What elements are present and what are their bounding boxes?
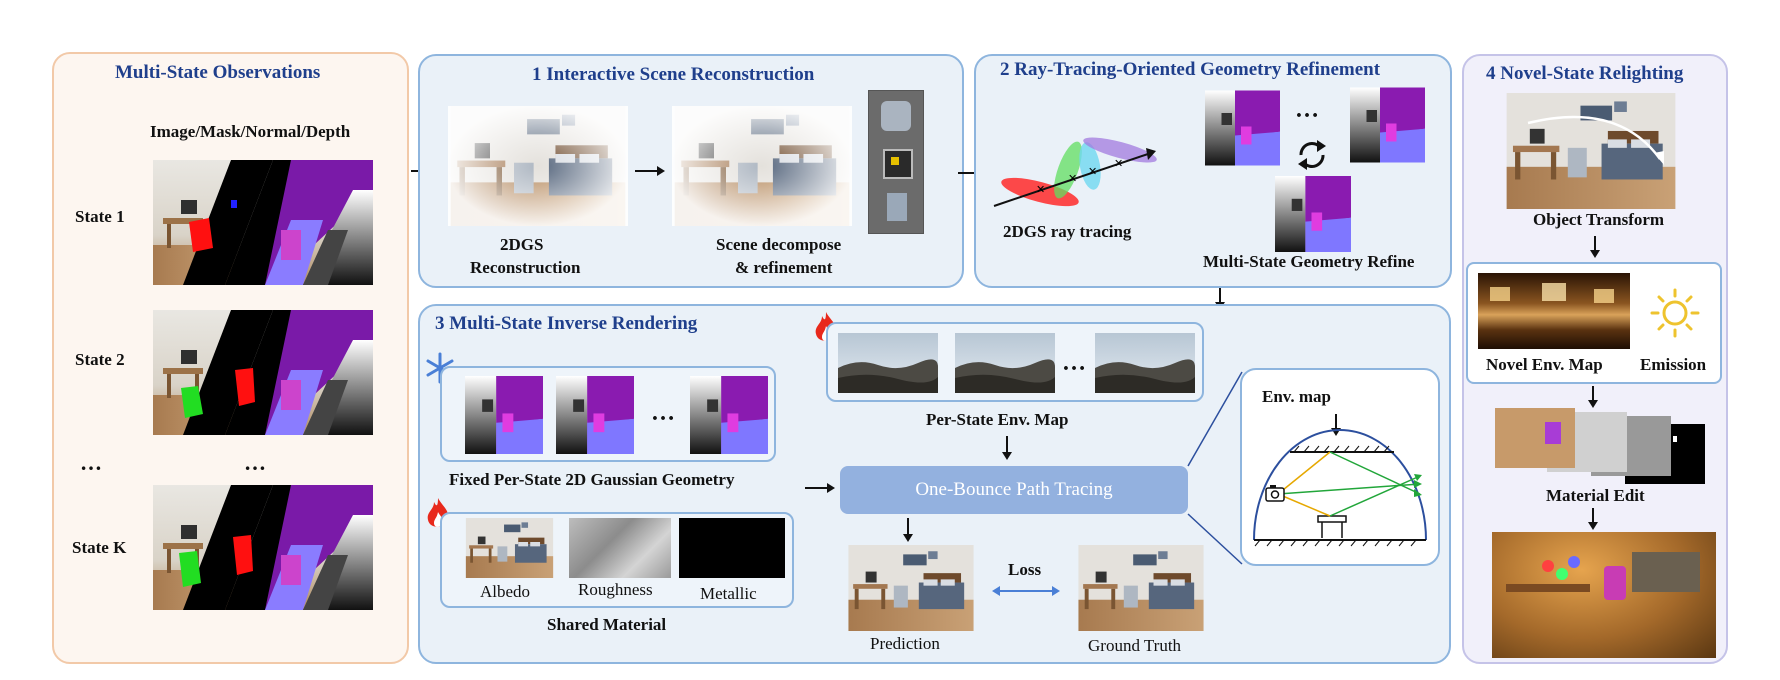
label-loss: Loss: [1008, 560, 1042, 579]
zoom-lines: [1187, 371, 1243, 565]
label-env-map: Env. map: [1262, 387, 1331, 406]
label-path-tracing: One-Bounce Path Tracing: [915, 479, 1113, 500]
env-map-1: [838, 333, 938, 393]
image-scene-decompose: [672, 106, 852, 226]
arrow-env-to-tracing: [1002, 436, 1012, 460]
label-refine: Multi-State Geometry Refine: [1203, 252, 1415, 271]
state-label-1: State 1: [75, 207, 125, 226]
label-recon-1: 2DGS: [500, 235, 544, 254]
panel-title-p2: 2 Ray-Tracing-Oriented Geometry Refineme…: [1000, 59, 1381, 80]
arrow-tracing-to-prediction: [903, 518, 913, 542]
light-transport-diagram: [1253, 414, 1427, 547]
label-metallic: Metallic: [700, 584, 757, 603]
arrow-geo-to-tracing: [805, 483, 835, 493]
label-shared: Shared Material: [547, 615, 667, 634]
label-emission: Emission: [1640, 355, 1707, 374]
obs-strip-state-k: [153, 485, 373, 610]
env-map-3: [1095, 333, 1195, 393]
obs-strip-state-1-mask: [189, 200, 237, 252]
decomposed-objects-strip: [868, 90, 924, 234]
metallic-image: [679, 518, 785, 578]
state-label-k: State K: [72, 538, 127, 557]
dots-left: …: [80, 450, 102, 475]
arrow-env-down: [1588, 386, 1598, 408]
label-fixed-geo: Fixed Per-State 2D Gaussian Geometry: [449, 470, 735, 489]
image-2dgs-reconstruction: [448, 106, 628, 226]
label-albedo: Albedo: [480, 582, 531, 601]
camera-icon: [1265, 485, 1285, 502]
env-map-2: [955, 333, 1055, 393]
geo-normal-1: [465, 376, 543, 454]
panel-title-p1: 1 Interactive Scene Reconstruction: [532, 64, 815, 85]
label-material-edit: Material Edit: [1546, 486, 1645, 505]
dots-env: …: [1062, 350, 1086, 376]
state-label-2: State 2: [75, 350, 125, 369]
obs-strip-state-2: [153, 310, 373, 435]
ray-tracing-illustration: ✕ ✕ ✕ ✕: [993, 137, 1157, 207]
refine-normal-2: [1350, 87, 1425, 163]
label-object-transform: Object Transform: [1533, 210, 1665, 229]
albedo-image: [465, 518, 554, 578]
prediction-image: [848, 545, 974, 631]
label-decomp-1: Scene decompose: [716, 235, 842, 254]
svg-text:✕: ✕: [1114, 158, 1123, 170]
panel-title-p3: 3 Multi-State Inverse Rendering: [435, 313, 698, 334]
env-map-detail-box: [1240, 368, 1440, 566]
label-env-maps: Per-State Env. Map: [926, 410, 1069, 429]
svg-text:✕: ✕: [1088, 166, 1097, 178]
panel-title-observations: Multi-State Observations: [115, 62, 321, 83]
novel-env-map-image: [1478, 273, 1630, 349]
geo-normal-2: [556, 376, 634, 454]
label-roughness: Roughness: [578, 580, 653, 599]
dots-geo: …: [651, 400, 675, 426]
dots-p2: …: [1295, 97, 1319, 123]
object-transform-image: [1506, 93, 1676, 209]
label-prediction: Prediction: [870, 634, 940, 653]
label-novel-env: Novel Env. Map: [1486, 355, 1603, 374]
refine-normal-1: [1205, 90, 1280, 166]
svg-text:✕: ✕: [1036, 184, 1045, 196]
sun-icon: [1650, 288, 1700, 338]
obs-header: Image/Mask/Normal/Depth: [150, 122, 351, 141]
refresh-cycle-icon: [1298, 140, 1326, 170]
geo-normal-3: [690, 376, 768, 454]
svg-text:✕: ✕: [1068, 173, 1077, 185]
arrow-p1-inner: [635, 166, 665, 176]
arrow-transform-down: [1590, 236, 1600, 258]
label-decomp-2: & refinement: [735, 258, 833, 277]
panel-title-p4: 4 Novel-State Relighting: [1486, 63, 1684, 84]
arrow-edit-down: [1588, 508, 1598, 530]
path-tracing-block: [840, 466, 1188, 514]
refine-normal-3: [1275, 176, 1351, 252]
label-raytrace: 2DGS ray tracing: [1003, 222, 1132, 241]
roughness-image: [569, 518, 671, 578]
dots-mid: …: [244, 450, 266, 475]
relit-result-image: [1492, 532, 1716, 658]
label-recon-2: Reconstruction: [470, 258, 581, 277]
material-edit-stack: [1495, 408, 1705, 484]
label-ground-truth: Ground Truth: [1088, 636, 1182, 655]
loss-arrow: [992, 586, 1060, 596]
